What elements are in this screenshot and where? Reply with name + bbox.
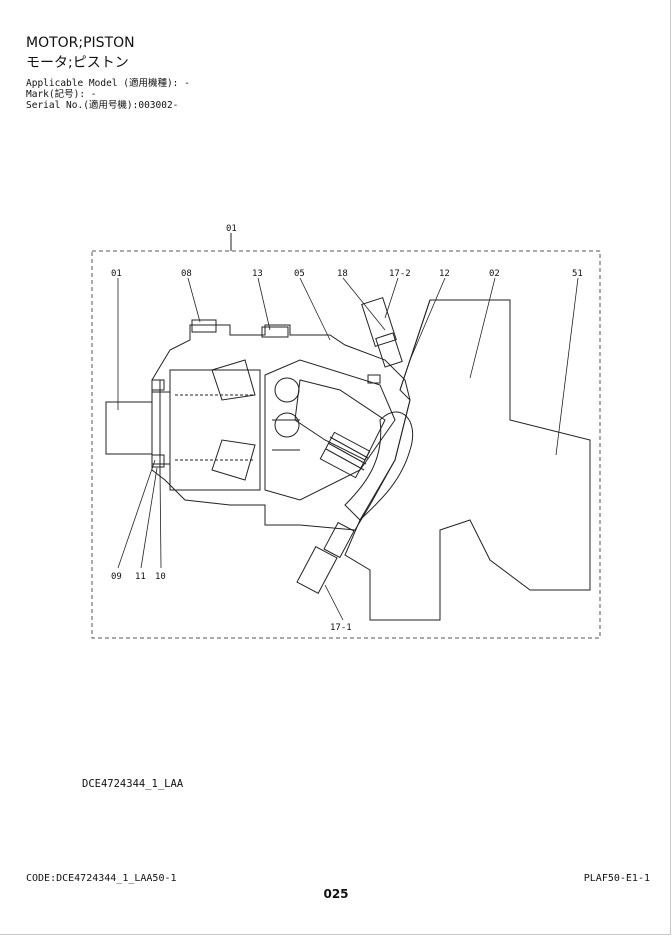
callout-01: 01 (111, 269, 122, 279)
assembly-boundary (91, 250, 601, 639)
serial-number: Serial No.(適用号機):003002- (26, 100, 179, 111)
callout-assembly-01: 01 (226, 224, 237, 234)
callout-11: 11 (135, 572, 146, 582)
drawing-code: DCE4724344_1_LAA (82, 778, 184, 790)
title-english: MOTOR;PISTON (26, 35, 135, 51)
cylinder-block (264, 359, 396, 501)
callout-13: 13 (252, 269, 263, 279)
callout-leaders (117, 277, 579, 621)
motor-housing (151, 319, 411, 531)
applicable-model: Applicable Model (適用機種): - (26, 78, 190, 89)
page-number: 025 (323, 887, 349, 901)
callout-09: 09 (111, 572, 122, 582)
callout-05: 05 (294, 269, 305, 279)
relief-valve-lower (296, 521, 355, 594)
mark: Mark(記号): - (26, 89, 97, 100)
callout-17-2: 17-2 (389, 269, 411, 279)
callout-02: 02 (489, 269, 500, 279)
footer-plaf-code: PLAF50-E1-1 (583, 873, 650, 884)
callout-08: 08 (181, 269, 192, 279)
callout-17-1: 17-1 (330, 623, 352, 633)
callout-12: 12 (439, 269, 450, 279)
relief-valve-upper (361, 297, 403, 368)
footer-code: CODE:DCE4724344_1_LAA50-1 (26, 873, 177, 884)
callout-51: 51 (572, 269, 583, 279)
title-japanese: モータ;ピストン (26, 55, 129, 71)
callout-10: 10 (155, 572, 166, 582)
callout-18: 18 (337, 269, 348, 279)
port-head (344, 299, 591, 621)
